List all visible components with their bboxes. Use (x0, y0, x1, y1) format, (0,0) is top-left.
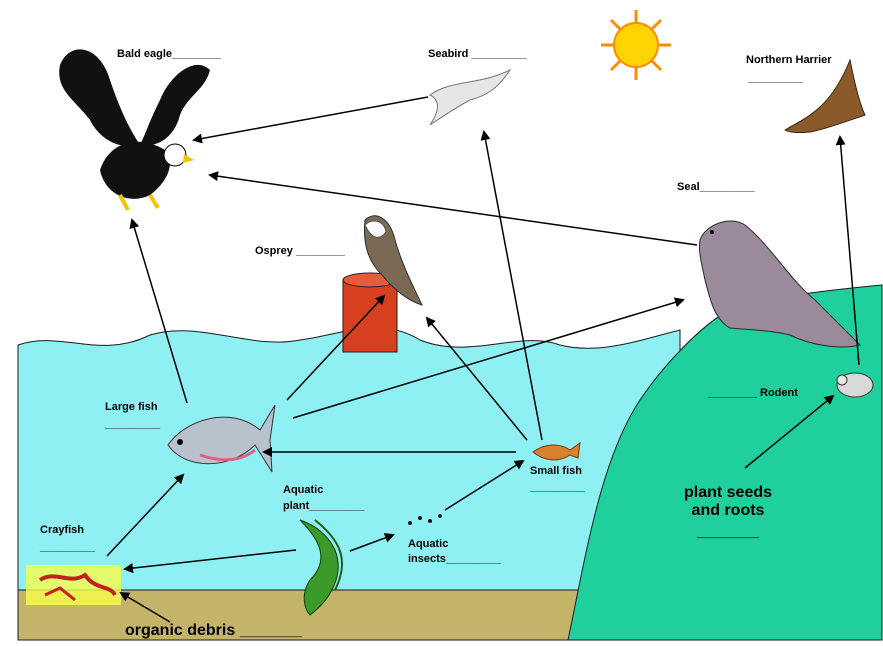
label-osprey: Osprey ________ (255, 245, 345, 258)
label-crayfish-blank: _________ (40, 541, 95, 554)
label-northern-harrier-name: Northern Harrier (746, 54, 832, 67)
label-crayfish-name: Crayfish (40, 524, 84, 537)
label-rodent: ________ Rodent (708, 387, 798, 400)
label-aquatic-plant-line1: Aquatic (283, 484, 323, 497)
label-bald-eagle: Bald eagle________ (117, 48, 221, 61)
rodent-icon (837, 373, 873, 397)
label-plant-seeds-line1: plant seeds (658, 483, 798, 503)
northern-harrier-icon (785, 60, 865, 133)
label-plant-seeds-blank: _______ (658, 522, 798, 542)
arrow-seal-to-bald-eagle (210, 175, 697, 245)
label-plant-seeds-line2: and roots (658, 501, 798, 521)
label-small-fish-name: Small fish (530, 465, 582, 478)
label-aquatic-insects-line2: insects_________ (408, 553, 501, 566)
buoy (343, 273, 397, 352)
label-seal: Seal_________ (677, 181, 755, 194)
seabird-icon (430, 70, 510, 125)
label-large-fish-name: Large fish (105, 401, 158, 414)
label-small-fish-blank: _________ (530, 481, 585, 494)
label-organic-debris: organic debris _______ (125, 621, 302, 641)
label-northern-harrier-blank: _________ (748, 72, 803, 85)
bald-eagle-icon (59, 49, 210, 210)
arrow-seabird-to-bald-eagle (194, 97, 428, 140)
label-seabird: Seabird _________ (428, 48, 526, 61)
label-large-fish-blank: _________ (105, 418, 160, 431)
label-aquatic-insects-line1: Aquatic (408, 538, 448, 551)
crayfish-icon (26, 565, 121, 605)
sun-icon (601, 10, 671, 80)
label-aquatic-plant-line2: plant_________ (283, 500, 364, 513)
